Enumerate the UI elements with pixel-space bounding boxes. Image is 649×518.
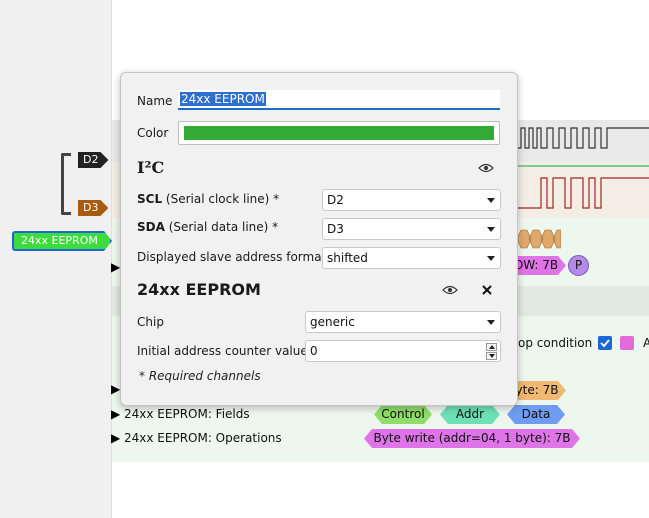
sda-select[interactable]: D3 <box>322 218 501 240</box>
byte-annotation: yte: 7B <box>508 381 566 400</box>
chip-select-value: generic <box>310 315 355 329</box>
expand-arrow-icon[interactable]: ▶ <box>111 382 121 396</box>
chevron-down-icon <box>487 320 495 325</box>
popup-pointer <box>112 226 122 242</box>
expand-arrow-icon[interactable]: ▶ <box>111 407 121 421</box>
d3-waveform <box>517 177 649 209</box>
channel-label-d3-text: D3 <box>83 201 99 214</box>
ow-annotation-text: OW: 7B <box>513 258 559 272</box>
channel-label-gutter <box>0 0 112 518</box>
field-addr: Addr <box>440 405 500 424</box>
counter-label: Initial address counter value <box>137 344 308 358</box>
i2c-section-title: I²C <box>137 158 165 177</box>
channel-label-d2-text: D2 <box>83 153 99 166</box>
stop-condition-checkbox[interactable] <box>598 336 612 350</box>
eye-icon[interactable] <box>478 160 494 176</box>
d2-waveform <box>517 127 649 149</box>
counter-value: 0 <box>310 344 318 358</box>
scl-label-rest: (Serial clock line) * <box>162 192 280 206</box>
stop-condition-label: op condition <box>518 336 593 350</box>
operation-byte-write-text: Byte write (addr=04, 1 byte): 7B <box>373 431 571 445</box>
field-control: Control <box>374 405 432 424</box>
spin-down-button[interactable] <box>486 352 497 360</box>
scl-select-value: D2 <box>327 193 344 207</box>
ow-annotation: OW: 7B <box>506 256 566 275</box>
field-data-text: Data <box>521 407 551 421</box>
eye-icon[interactable] <box>442 282 458 298</box>
row-label-operations[interactable]: 24xx EEPROM: Operations <box>124 431 282 445</box>
stop-annotation: P <box>568 255 589 276</box>
truncated-label: A <box>643 336 649 350</box>
sda-label: SDA (Serial data line) * <box>137 220 278 234</box>
i2c-bits-annotation <box>517 229 561 249</box>
color-fill <box>184 126 494 140</box>
name-input[interactable]: 24xx EEPROM <box>178 90 500 110</box>
chevron-down-icon <box>487 256 495 261</box>
decoder-settings-popup: Name 24xx EEPROM Color I²C SCL (Serial c… <box>120 72 518 406</box>
expand-arrow-icon[interactable]: ▶ <box>111 431 121 445</box>
addr-format-select[interactable]: shifted <box>322 247 501 269</box>
eeprom-section-title: 24xx EEPROM <box>137 280 261 299</box>
scl-label-bold: SCL <box>137 192 163 206</box>
color-label: Color <box>137 126 169 140</box>
field-data: Data <box>507 405 565 424</box>
expand-arrow-icon[interactable]: ▶ <box>111 260 121 274</box>
sda-label-rest: (Serial data line) * <box>164 220 279 234</box>
name-label: Name <box>137 94 173 108</box>
stop-annotation-text: P <box>574 258 583 272</box>
byte-annotation-text: yte: 7B <box>515 383 559 397</box>
counter-spinbox[interactable]: 0 <box>305 340 501 362</box>
close-icon[interactable] <box>479 282 495 298</box>
scl-label: SCL (Serial clock line) * <box>137 192 279 206</box>
chevron-down-icon <box>487 227 495 232</box>
addr-format-label: Displayed slave address format <box>137 250 327 264</box>
operation-byte-write: Byte write (addr=04, 1 byte): 7B <box>364 429 580 448</box>
channel-group-bracket[interactable] <box>61 153 71 215</box>
field-addr-text: Addr <box>455 407 485 421</box>
chevron-down-icon <box>487 198 495 203</box>
sda-select-value: D3 <box>327 222 344 236</box>
required-channels-note: * Required channels <box>139 369 261 383</box>
check-icon <box>600 339 610 348</box>
color-picker-button[interactable] <box>178 121 500 145</box>
decoder-label[interactable]: 24xx EEPROM <box>12 231 112 251</box>
channel-label-d3[interactable]: D3 <box>78 200 108 216</box>
field-control-text: Control <box>381 407 425 421</box>
name-input-value: 24xx EEPROM <box>180 92 266 106</box>
scl-select[interactable]: D2 <box>322 189 501 211</box>
row-label-fields[interactable]: 24xx EEPROM: Fields <box>124 407 250 421</box>
addr-format-select-value: shifted <box>327 251 368 265</box>
chip-label: Chip <box>137 315 164 329</box>
channel-label-d2[interactable]: D2 <box>78 152 108 168</box>
spin-up-button[interactable] <box>486 343 497 351</box>
chip-select[interactable]: generic <box>305 311 501 333</box>
stop-condition-color-swatch[interactable] <box>620 336 634 350</box>
decoder-label-text: 24xx EEPROM <box>21 234 98 247</box>
waveform-svg <box>517 127 649 209</box>
sda-label-bold: SDA <box>137 220 165 234</box>
